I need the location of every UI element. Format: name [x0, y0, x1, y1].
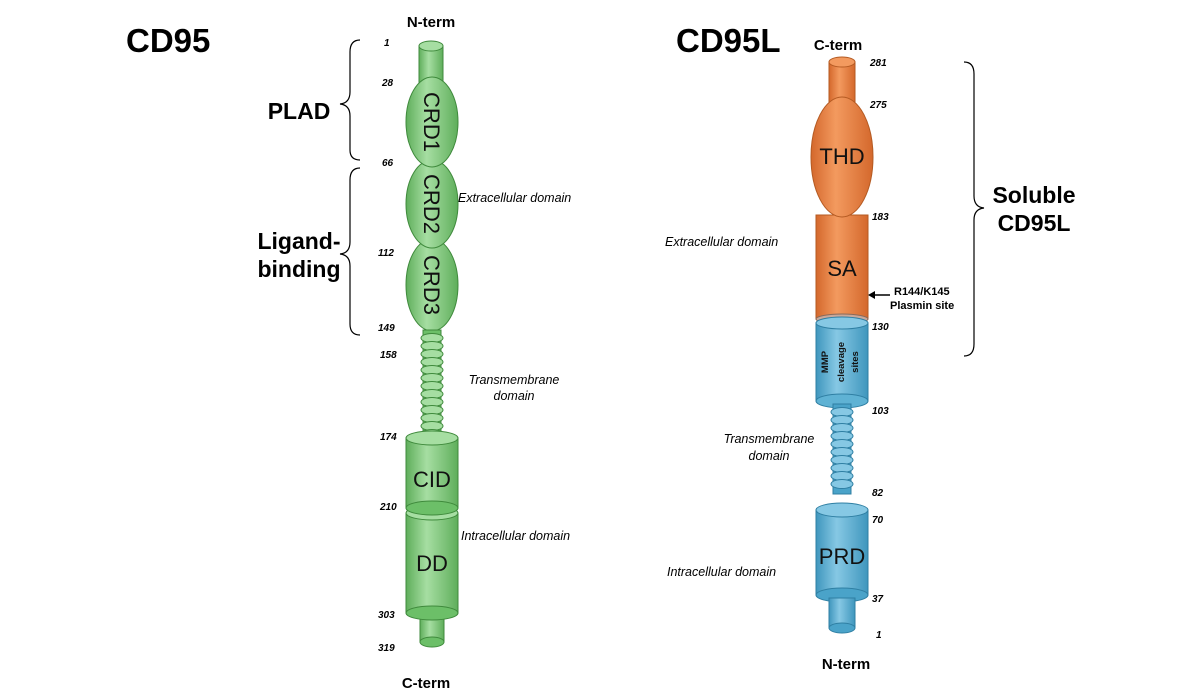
- cd95l-transmembrane-label-2: domain: [749, 449, 790, 463]
- mmp-label-2: cleavage: [836, 342, 847, 382]
- cd95-crd3: CRD3: [405, 238, 459, 332]
- crd3-label: CRD3: [419, 255, 444, 315]
- cd95-n-term-label: N-term: [407, 14, 455, 31]
- cd95-pos-210: 210: [379, 502, 397, 513]
- cd95-transmembrane-helix: [420, 329, 444, 439]
- cd95-cid: CID: [405, 430, 459, 516]
- cd95l-transmembrane-helix: [830, 403, 854, 495]
- soluble-cd95l-label-2: CD95L: [998, 210, 1071, 236]
- cd95-pos-158: 158: [380, 350, 397, 361]
- cd95-extracellular-label: Extracellular domain: [458, 191, 571, 205]
- plasmin-site-arrow: [868, 291, 890, 299]
- ligand-binding-bracket: [339, 167, 361, 336]
- cd95-transmembrane-label-1: Transmembrane: [469, 373, 560, 387]
- cd95-pos-149: 149: [378, 323, 395, 334]
- cd95-title: CD95: [126, 22, 210, 59]
- prd-label: PRD: [819, 544, 865, 569]
- ligand-binding-label-2: binding: [257, 256, 340, 282]
- sa-label: SA: [827, 256, 857, 281]
- dd-label: DD: [416, 551, 448, 576]
- cd95l-pos-103: 103: [872, 406, 889, 417]
- cd95-crd2: CRD2: [405, 159, 459, 249]
- cd95l-thd: THD: [810, 96, 874, 218]
- mmp-label-3: sites: [850, 351, 861, 373]
- plasmin-site-label-1: R144/K145: [894, 286, 950, 298]
- cd95l-prd: PRD: [815, 502, 869, 603]
- cd95l-extracellular-label: Extracellular domain: [665, 235, 778, 249]
- cd95l-n-term-label: N-term: [822, 656, 870, 673]
- cd95l-n-terminal-segment: [828, 597, 856, 634]
- cd95-pos-112: 112: [378, 248, 394, 259]
- cd95l-intracellular-label: Intracellular domain: [667, 565, 776, 579]
- cd95l-pos-275: 275: [869, 100, 887, 111]
- cd95-intracellular-label: Intracellular domain: [461, 529, 570, 543]
- cd95-pos-28: 28: [381, 78, 394, 89]
- cd95-pos-303: 303: [378, 610, 395, 621]
- cd95-pos-174: 174: [380, 432, 397, 443]
- soluble-cd95l-label-1: Soluble: [992, 182, 1075, 208]
- mmp-label-1: MMP: [820, 350, 831, 373]
- cd95-crd1: CRD1: [405, 76, 459, 168]
- cd95l-c-term-label: C-term: [814, 37, 862, 54]
- ligand-binding-label-1: Ligand-: [257, 228, 340, 254]
- cd95l-pos-70: 70: [872, 515, 884, 526]
- plad-label: PLAD: [268, 98, 331, 124]
- cd95l-sa: SA: [815, 214, 869, 325]
- soluble-cd95l-bracket: [963, 61, 985, 357]
- cd95-c-term-label: C-term: [402, 675, 450, 692]
- plad-bracket: [339, 39, 361, 161]
- cd95-transmembrane-label-2: domain: [494, 389, 535, 403]
- cd95l-mmp-segment: MMP cleavage sites: [815, 316, 869, 409]
- thd-label: THD: [819, 144, 864, 169]
- cd95l-title: CD95L: [676, 22, 781, 59]
- crd2-label: CRD2: [419, 174, 444, 234]
- cid-label: CID: [413, 467, 451, 492]
- cd95-pos-1: 1: [384, 38, 390, 49]
- cd95l-pos-281: 281: [869, 58, 887, 69]
- cd95l-diagram: CD95L C-term N-term SA THD MMP cleavage …: [665, 22, 1076, 673]
- cd95-pos-319: 319: [378, 643, 395, 654]
- cd95l-pos-82: 82: [872, 488, 884, 499]
- cd95-diagram: CD95 N-term C-term CRD3 CRD2 CRD1: [126, 14, 571, 692]
- plasmin-site-label-2: Plasmin site: [890, 300, 954, 312]
- cd95l-pos-1: 1: [876, 630, 882, 641]
- cd95-dd: DD: [405, 505, 459, 621]
- cd95l-pos-37: 37: [872, 594, 884, 605]
- cd95l-transmembrane-label-1: Transmembrane: [724, 432, 815, 446]
- cd95-pos-66: 66: [382, 158, 394, 169]
- crd1-label: CRD1: [419, 92, 444, 152]
- cd95l-pos-130: 130: [872, 322, 889, 333]
- cd95l-pos-183: 183: [872, 212, 889, 223]
